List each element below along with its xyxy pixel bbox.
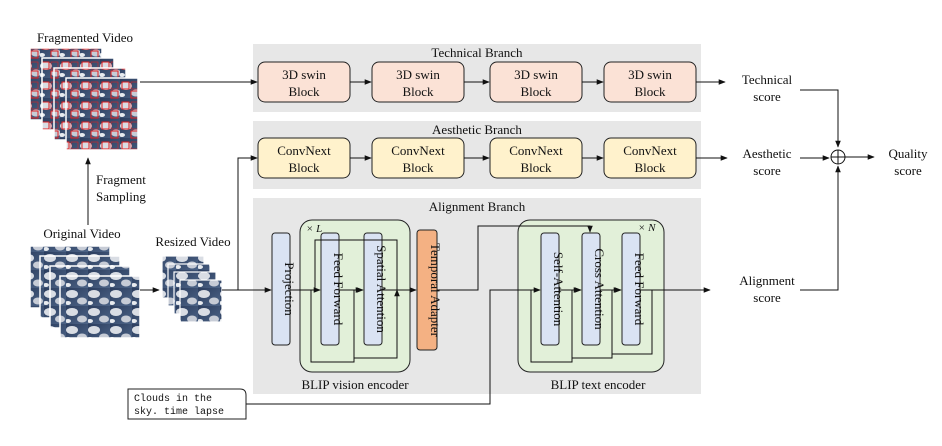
swin-block-1-line1: 3D swin xyxy=(282,67,326,82)
adapter-to-cross-attention-arrow xyxy=(437,225,593,291)
original-video-label: Original Video xyxy=(43,226,120,241)
convnext-block-1: ConvNext Block xyxy=(257,137,351,179)
technical-score-line2: score xyxy=(753,89,781,104)
convnext-block-4: ConvNext Block xyxy=(603,137,697,179)
fragment-sampling-line2: Sampling xyxy=(96,189,146,204)
fragmented-video-stack xyxy=(29,47,139,151)
convnext-block-4-line2: Block xyxy=(634,160,666,175)
convnext-block-1-line1: ConvNext xyxy=(277,143,331,158)
vision-residual-1 xyxy=(310,287,363,363)
alignment-to-fusion-arrow xyxy=(800,165,841,291)
quality-score-line2: score xyxy=(894,163,922,178)
technical-to-fusion-arrow xyxy=(800,89,841,148)
text-residual-1 xyxy=(530,287,581,363)
resized-video-stack xyxy=(161,255,223,323)
convnext-block-2-line1: ConvNext xyxy=(391,143,445,158)
fusion-sum-node xyxy=(830,149,846,165)
spatial-attention-module xyxy=(363,232,383,346)
cross-attention-label: Cross Attention xyxy=(592,248,607,330)
vision-residual-2 xyxy=(353,289,400,359)
text-prompt-box: Clouds in the sky. time lapse xyxy=(127,388,247,420)
fragment-sampling-line1: Fragment xyxy=(96,172,146,187)
prompt-to-text-encoder-arrow xyxy=(246,287,541,405)
technical-score-line1: Technical xyxy=(742,72,793,87)
swin-block-4-line1: 3D swin xyxy=(628,67,672,82)
alignment-branch-title: Alignment Branch xyxy=(429,199,526,214)
convnext-block-1-line2: Block xyxy=(288,160,320,175)
self-attention-label: Self-Attention xyxy=(551,252,566,327)
text-prompt-line1: Clouds in the xyxy=(134,393,212,405)
fragmented-video-label: Fragmented Video xyxy=(37,30,133,45)
vision-encoder-repeat: × L xyxy=(306,223,322,235)
projection-label: Projection xyxy=(282,262,297,316)
resized-video-label: Resized Video xyxy=(155,234,230,249)
convnext-block-3: ConvNext Block xyxy=(489,137,583,179)
technical-branch-title: Technical Branch xyxy=(431,45,523,60)
aesthetic-score-line2: score xyxy=(753,163,781,178)
convnext-block-3-line2: Block xyxy=(520,160,552,175)
cross-attention-module xyxy=(581,232,601,346)
vision-encoder-group xyxy=(299,219,411,373)
swin-block-4: 3D swin Block xyxy=(603,61,697,103)
swin-block-2: 3D swin Block xyxy=(371,61,465,103)
vision-feed-forward-module xyxy=(320,232,340,346)
swin-block-1: 3D swin Block xyxy=(257,61,351,103)
swin-block-2-line2: Block xyxy=(402,84,434,99)
vision-encoder-label: BLIP vision encoder xyxy=(301,377,409,392)
convnext-block-2-line2: Block xyxy=(402,160,434,175)
alignment-score-line1: Alignment xyxy=(739,273,795,288)
text-feed-forward-module xyxy=(621,232,641,346)
original-video-stack xyxy=(29,245,141,339)
text-feed-forward-label: Feed Forward xyxy=(632,253,647,326)
swin-block-1-line2: Block xyxy=(288,84,320,99)
text-encoder-label: BLIP text encoder xyxy=(551,377,646,392)
text-prompt-line2: sky. time lapse xyxy=(134,406,224,418)
resized-to-aesthetic-arrow xyxy=(224,155,258,291)
swin-block-2-line1: 3D swin xyxy=(396,67,440,82)
temporal-adapter-label: Temporal Adapter xyxy=(428,243,443,338)
convnext-block-4-line1: ConvNext xyxy=(623,143,677,158)
swin-block-3: 3D swin Block xyxy=(489,61,583,103)
text-residual-2 xyxy=(571,287,621,359)
swin-block-3-line1: 3D swin xyxy=(514,67,558,82)
spatial-attention-label: Spatial Attention xyxy=(374,245,389,333)
convnext-block-3-line1: ConvNext xyxy=(509,143,563,158)
quality-score-line1: Quality xyxy=(889,146,928,161)
text-residual-3 xyxy=(611,290,653,355)
vision-feed-forward-label: Feed Forward xyxy=(331,253,346,326)
swin-block-4-line2: Block xyxy=(634,84,666,99)
self-attention-module xyxy=(540,232,560,346)
convnext-block-2: ConvNext Block xyxy=(371,137,465,179)
alignment-score-line2: score xyxy=(753,290,781,305)
aesthetic-branch-title: Aesthetic Branch xyxy=(432,122,522,137)
projection-module xyxy=(271,232,291,346)
text-encoder-repeat: × N xyxy=(638,222,656,234)
swin-block-3-line2: Block xyxy=(520,84,552,99)
aesthetic-score-line1: Aesthetic xyxy=(742,146,791,161)
vision-loop xyxy=(314,239,398,290)
